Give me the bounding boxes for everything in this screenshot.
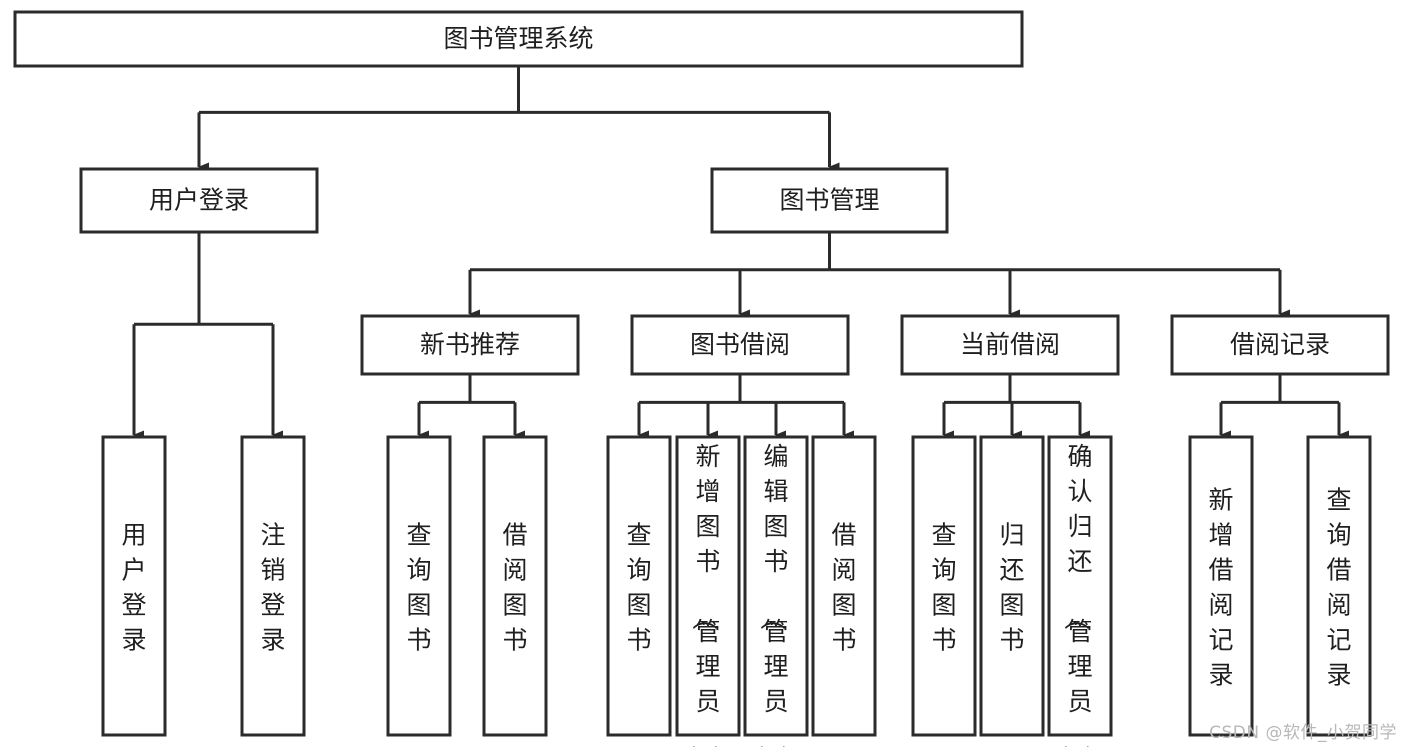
node-label-newbook: 新书推荐 [420,330,520,359]
node-records[interactable]: 借阅记录 [1170,314,1390,376]
connector-group-bookmgmt [468,232,1290,319]
node-box-leaf6[interactable] [675,435,741,737]
node-box-root[interactable] [13,10,1024,68]
node-leaf9[interactable]: 查询图书 [911,435,977,737]
node-box-current[interactable] [900,314,1120,376]
connectors-layer [132,66,1349,440]
csdn-watermark: CSDN @软件_小贺同学 [1209,723,1397,743]
node-box-leaf2[interactable] [240,435,306,737]
node-leaf4[interactable]: 借阅图书 [482,435,548,737]
node-newbook[interactable]: 新书推荐 [360,314,580,376]
node-box-leaf11[interactable] [1047,435,1113,737]
node-box-records[interactable] [1170,314,1390,376]
node-label-current: 当前借阅 [960,330,1060,359]
node-box-leaf5[interactable] [606,435,672,737]
node-label-leaf12: 新增借阅记录 [1208,485,1233,689]
node-leaf7[interactable]: 编辑图书（管理员） [743,435,809,747]
node-label-leaf2: 注销登录 [260,520,285,654]
node-label-leaf3: 查询图书 [406,520,431,654]
node-box-leaf8[interactable] [811,435,877,737]
node-label-login: 用户登录 [149,186,249,215]
node-box-bookmgmt[interactable] [710,167,949,234]
node-leaf10[interactable]: 归还图书 [979,435,1045,737]
node-bookmgmt[interactable]: 图书管理 [710,167,949,234]
node-label-leaf1: 用户登录 [121,520,146,654]
node-box-leaf12[interactable] [1188,435,1254,737]
node-login[interactable]: 用户登录 [79,167,319,234]
node-label-leaf11: 确认归还（管理员） [1061,442,1092,747]
node-box-leaf10[interactable] [979,435,1045,737]
node-current[interactable]: 当前借阅 [900,314,1120,376]
node-borrow[interactable]: 图书借阅 [630,314,850,376]
connector-group-newbook [417,374,525,440]
node-label-leaf7: 编辑图书（管理员） [757,442,788,747]
node-label-leaf6: 新增图书（管理员） [689,442,720,747]
node-label-borrow: 图书借阅 [690,330,790,359]
node-leaf3[interactable]: 查询图书 [386,435,452,737]
node-box-leaf7[interactable] [743,435,809,737]
node-leaf12[interactable]: 新增借阅记录 [1188,435,1254,737]
connector-group-current [942,374,1090,440]
node-leaf11[interactable]: 确认归还（管理员） [1047,435,1113,747]
node-leaf5[interactable]: 查询图书 [606,435,672,737]
node-label-root: 图书管理系统 [443,24,593,53]
node-label-leaf4: 借阅图书 [502,520,527,654]
node-label-records: 借阅记录 [1230,330,1330,359]
node-label-leaf13: 查询借阅记录 [1326,485,1351,689]
connector-group-login [132,232,283,440]
node-label-bookmgmt: 图书管理 [779,186,879,215]
node-box-borrow[interactable] [630,314,850,376]
node-root[interactable]: 图书管理系统 [13,10,1024,68]
node-leaf13[interactable]: 查询借阅记录 [1306,435,1372,737]
nodes-layer: 图书管理系统用户登录图书管理新书推荐图书借阅当前借阅借阅记录用户登录注销登录查询… [13,10,1390,747]
connector-group-root [197,66,840,172]
node-label-leaf8: 借阅图书 [831,520,856,654]
node-box-leaf13[interactable] [1306,435,1372,737]
node-box-newbook[interactable] [360,314,580,376]
node-box-login[interactable] [79,167,319,234]
node-box-leaf3[interactable] [386,435,452,737]
connector-group-records [1219,374,1349,440]
node-label-leaf10: 归还图书 [999,520,1024,654]
node-box-leaf9[interactable] [911,435,977,737]
node-label-leaf5: 查询图书 [626,520,651,654]
node-leaf6[interactable]: 新增图书（管理员） [675,435,741,747]
node-leaf2[interactable]: 注销登录 [240,435,306,737]
connector-group-borrow [637,374,854,440]
node-box-leaf1[interactable] [101,435,167,737]
node-box-leaf4[interactable] [482,435,548,737]
node-leaf8[interactable]: 借阅图书 [811,435,877,737]
node-label-leaf9: 查询图书 [931,520,956,654]
node-leaf1[interactable]: 用户登录 [101,435,167,737]
